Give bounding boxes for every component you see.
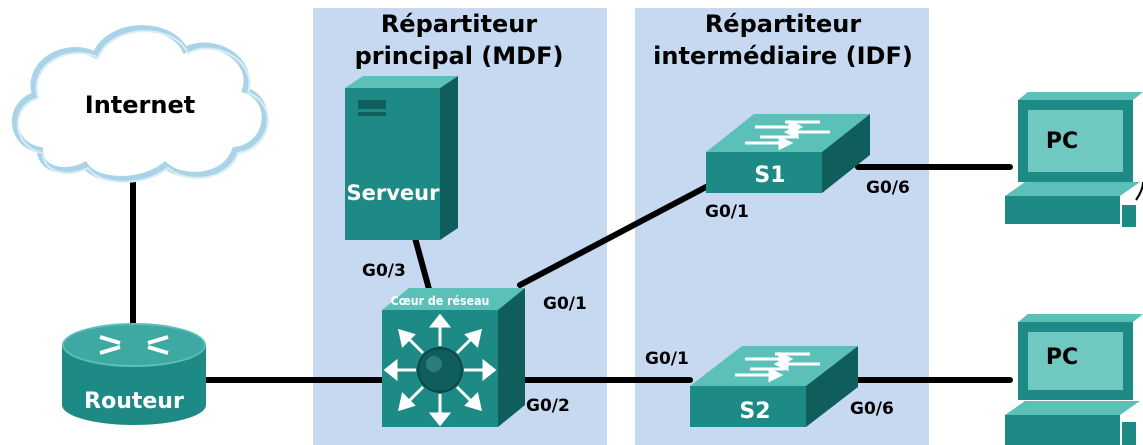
server-label: Serveur xyxy=(347,181,441,205)
port-s1-g01: G0/1 xyxy=(705,202,749,222)
idf-title-line1: Répartiteur xyxy=(705,10,862,38)
link-core-s1 xyxy=(517,184,709,288)
port-s2-g01: G0/1 xyxy=(645,349,689,369)
port-s2-g06: G0/6 xyxy=(850,399,894,419)
port-core-g02: G0/2 xyxy=(526,396,570,416)
server-icon xyxy=(345,76,458,240)
core-switch-icon xyxy=(382,288,525,427)
switch-s1-label: S1 xyxy=(754,163,785,188)
router-label: Routeur xyxy=(84,389,184,414)
switch-s2-icon xyxy=(690,346,858,427)
idf-title-line2: intermédiaire (IDF) xyxy=(653,42,913,70)
port-s1-g06: G0/6 xyxy=(866,178,910,198)
mdf-title-line2: principal (MDF) xyxy=(355,42,564,70)
pc2-label: PC xyxy=(1046,345,1078,370)
links xyxy=(130,164,1013,383)
pc1-label: PC xyxy=(1046,129,1078,154)
router-icon xyxy=(62,323,206,425)
pc2-icon xyxy=(1005,314,1143,445)
port-core-g01: G0/1 xyxy=(543,294,587,314)
internet-label: Internet xyxy=(85,91,195,119)
port-core-g03: G0/3 xyxy=(362,261,406,281)
mdf-title-line1: Répartiteur xyxy=(381,10,538,38)
switch-s1-icon xyxy=(706,114,870,193)
core-switch-label: Cœur de réseau xyxy=(391,294,490,309)
internet-cloud-icon xyxy=(11,25,269,183)
pc1-icon xyxy=(1005,92,1143,227)
switch-s2-label: S2 xyxy=(739,399,770,424)
